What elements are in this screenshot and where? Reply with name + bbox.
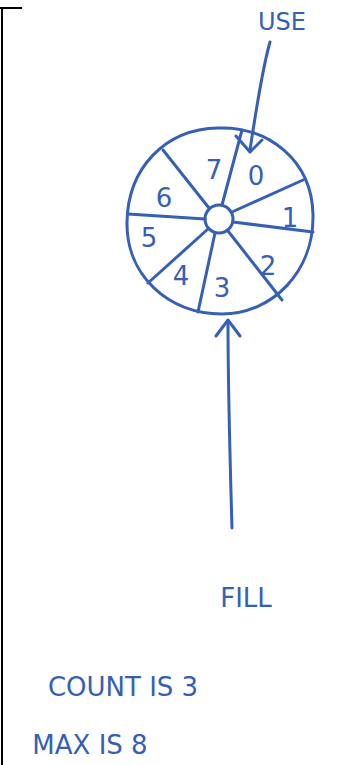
frame-edge (1, 8, 3, 765)
pointer-label: USE (258, 10, 306, 34)
use-pointer-head (236, 136, 262, 152)
fill-pointer (228, 322, 232, 528)
slot-number: 6 (156, 185, 173, 211)
ring-spoke (128, 214, 205, 219)
use-pointer (250, 42, 270, 150)
fill-pointer-head (216, 320, 240, 336)
slot-number: 0 (248, 163, 265, 189)
ring-outline (127, 128, 313, 314)
pointer-label: FILL (220, 585, 272, 611)
ring-spoke (233, 222, 313, 232)
status-note: MAX IS 8 (32, 732, 147, 758)
slot-number: 7 (206, 157, 223, 183)
slot-number: 3 (214, 275, 231, 301)
slot-number: 2 (260, 253, 277, 279)
frame-edge (0, 7, 22, 9)
slot-number: 5 (141, 225, 158, 251)
ring-spoke (198, 233, 215, 312)
status-note: COUNT IS 3 (48, 674, 198, 700)
ring-spoke (228, 231, 282, 300)
slot-number: 1 (282, 205, 299, 231)
slot-number: 4 (173, 263, 190, 289)
